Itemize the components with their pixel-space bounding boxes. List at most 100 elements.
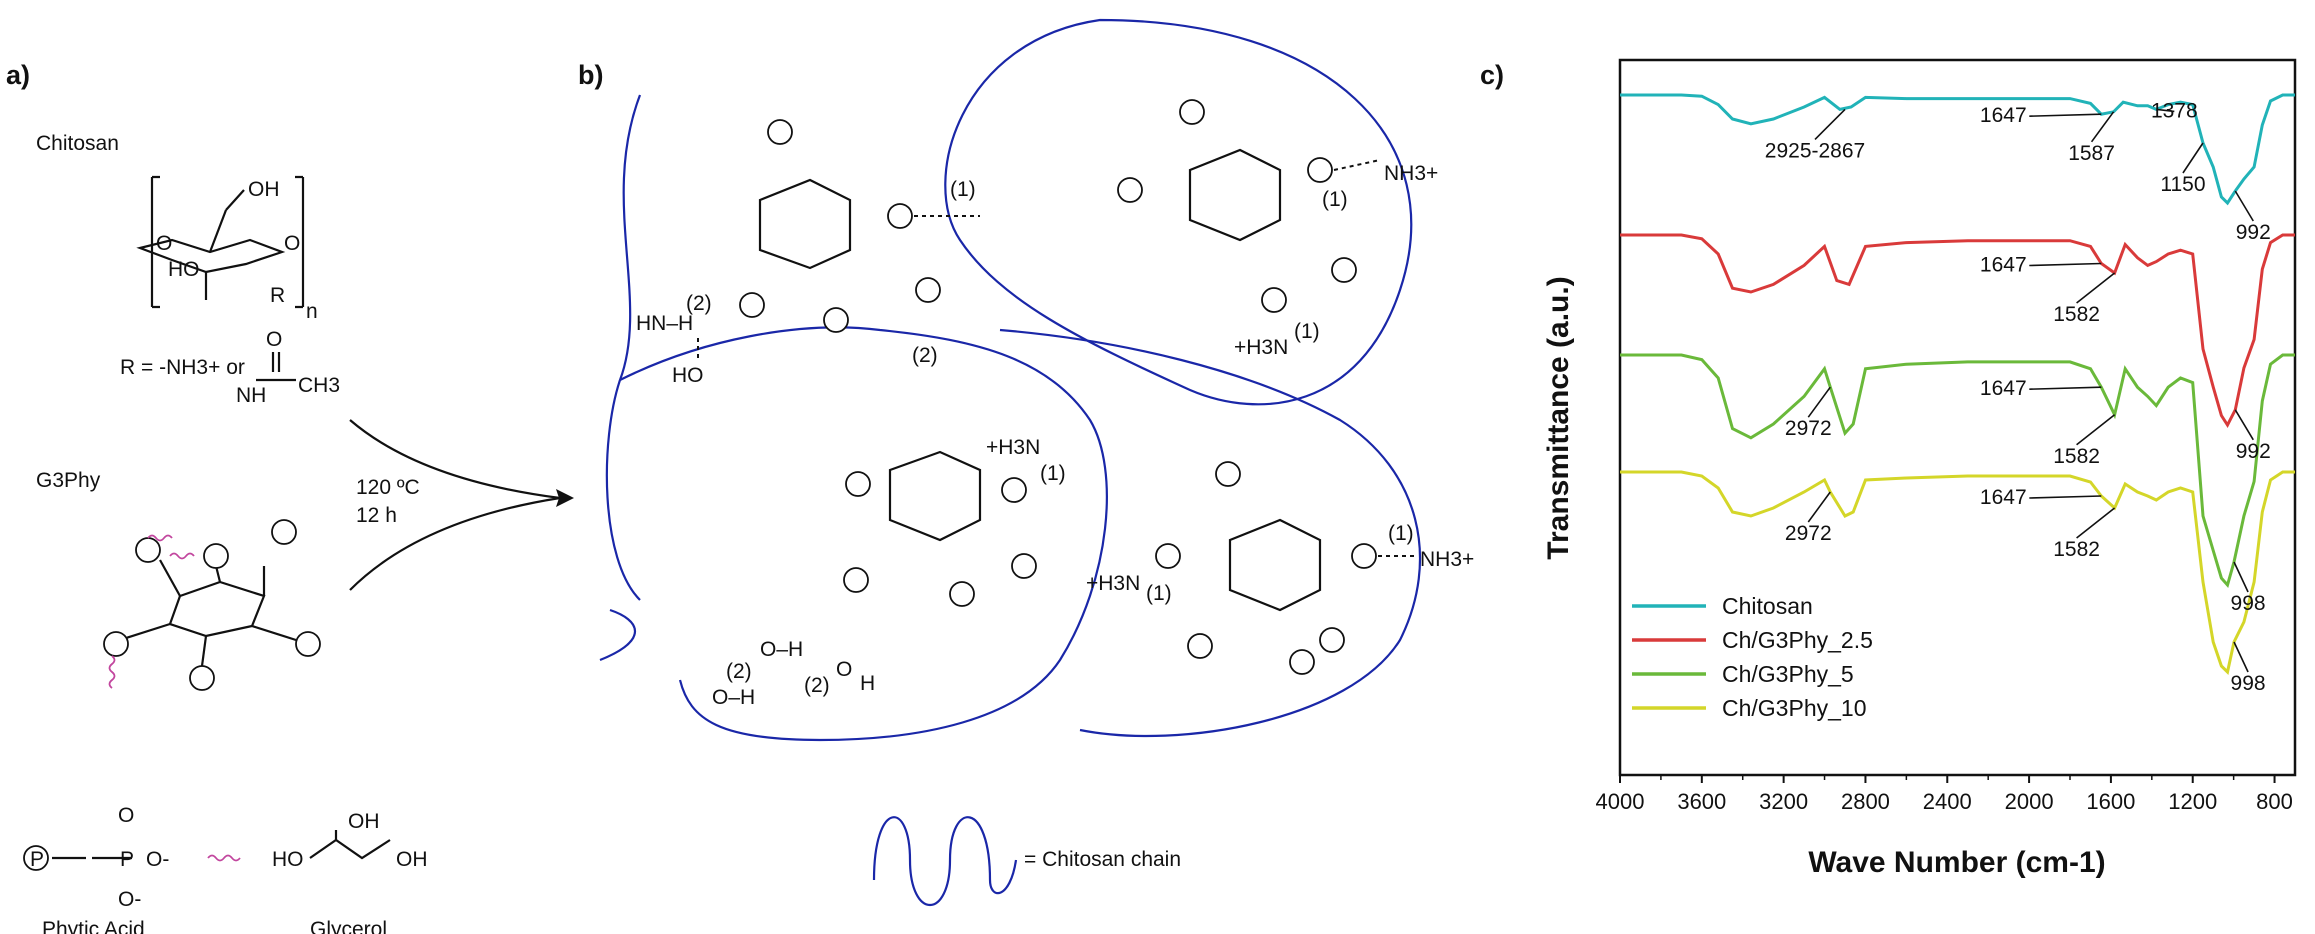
peak-label-17: 998 <box>2231 672 2266 695</box>
x-tick-label-6: 2000 <box>2005 789 2054 814</box>
interaction-2-c: (2) <box>726 660 752 683</box>
peak-arrow-3 <box>1814 108 1846 140</box>
series-line-4 <box>1620 470 2295 675</box>
peak-arrow-14 <box>2029 495 2102 499</box>
phytic-unit-2: (1) NH3+ +H3N (1) <box>1117 99 1438 359</box>
glycerol-label: Glycerol <box>310 918 387 934</box>
x-tick-label-7: 1600 <box>2086 789 2135 814</box>
peak-label-12: 1582 <box>2053 445 2100 468</box>
interaction-2-b: (2) <box>912 344 938 367</box>
x-tick-label-5: 2400 <box>1923 789 1972 814</box>
water-hydrogen: H <box>860 672 875 695</box>
chitosan-structure: OH HO R n O O <box>136 175 318 323</box>
ammonium-4: NH3+ <box>1420 548 1474 571</box>
phosphate-p-1 <box>135 537 161 563</box>
x-tick-label-1: 4000 <box>1596 789 1645 814</box>
phosphate-o-top: O <box>118 804 134 827</box>
peak-label-9: 992 <box>2236 440 2271 463</box>
phosphate-p-5 <box>189 665 215 691</box>
peak-label-11: 2972 <box>1785 417 1832 440</box>
conditions-temperature: 120 ºC <box>356 476 420 499</box>
phosphate-p-3 <box>271 519 297 545</box>
peak-label-16: 1582 <box>2053 538 2100 561</box>
ammonium-1: NH3+ <box>1384 162 1438 185</box>
interaction-1-c: (1) <box>1294 320 1320 343</box>
interaction-1-f: (1) <box>1146 582 1172 605</box>
phosphate-definition: P P O O- O- Phytic Acid <box>23 804 169 934</box>
amide-group: O NH CH3 <box>236 328 340 407</box>
panel-c-label: c) <box>1480 60 1504 90</box>
peak-label-13: 998 <box>2231 592 2266 615</box>
phosphate-o-right: O- <box>146 848 169 871</box>
x-tick-label-2: 3600 <box>1677 789 1726 814</box>
y-axis-title: Transmittance (a.u.) <box>1542 276 1575 559</box>
peak-label-8: 1582 <box>2053 303 2100 326</box>
panel-a: a) Chitosan OH HO R n O O R = -NH3+ or O… <box>6 60 574 934</box>
phosphate-p-6 <box>103 631 129 657</box>
glycerol-oh-top: OH <box>348 810 380 833</box>
peak-arrow-16 <box>2076 507 2116 539</box>
phytic-unit-3: +H3N (1) <box>843 436 1066 607</box>
legend-label-3: Ch/G3Phy_5 <box>1722 661 1854 687</box>
peak-label-14: 1647 <box>1980 486 2027 509</box>
phytic-unit-4: (1) NH3+ +H3N (1) <box>1086 461 1474 675</box>
peak-arrow-1 <box>2029 113 2102 117</box>
peak-arrow-2 <box>2156 108 2175 113</box>
peak-label-5: 1150 <box>2160 173 2205 196</box>
x-axis-title: Wave Number (cm-1) <box>1808 846 2105 879</box>
water-oxygen: O <box>836 658 852 681</box>
phosphate-symbol-label: P <box>30 848 44 871</box>
peak-arrow-15 <box>1807 491 1831 523</box>
reaction-arrow: 120 ºC 12 h <box>349 419 574 591</box>
chitosan-r: R <box>270 284 285 307</box>
panel-b: b) (1) (1) N <box>578 18 1474 906</box>
phosphate-p-4 <box>295 631 321 657</box>
peak-label-3: 2925-2867 <box>1765 139 1865 162</box>
chain-legend-label: = Chitosan chain <box>1024 848 1181 871</box>
ammonium-2: +H3N <box>1234 336 1288 359</box>
peak-label-7: 1647 <box>1980 254 2027 277</box>
interaction-1-a: (1) <box>950 178 976 201</box>
peak-arrow-11 <box>1807 386 1831 418</box>
chain-legend: = Chitosan chain <box>872 816 1181 906</box>
plot-frame <box>1618 58 2297 777</box>
ammonium-5: +H3N <box>1086 572 1140 595</box>
interaction-2-a: (2) <box>686 292 712 315</box>
oh-group-2: O–H <box>760 638 803 661</box>
panel-b-label: b) <box>578 60 603 90</box>
peak-arrow-17 <box>2233 641 2249 673</box>
phosphate-p-center: P <box>120 848 134 871</box>
legend-label-4: Ch/G3Phy_10 <box>1722 695 1866 721</box>
peak-label-1: 1647 <box>1980 104 2027 127</box>
peak-arrow-6 <box>2234 190 2254 222</box>
peak-arrow-12 <box>2076 414 2116 446</box>
peak-arrow-8 <box>2076 272 2116 304</box>
ho-group: HO <box>672 364 704 387</box>
ring-oxygen-1: O <box>156 232 172 255</box>
legend-label-1: Chitosan <box>1722 593 1813 619</box>
hydrogen-bonds: HN–H (2) HO (2) (2) (2) O–H O–H O H <box>636 292 938 709</box>
phosphate-p-2 <box>203 543 229 569</box>
phytic-unit-1: (1) <box>739 119 980 333</box>
amide-oxygen: O <box>266 328 282 351</box>
peak-label-6: 992 <box>2236 221 2271 244</box>
peak-label-10: 1647 <box>1980 377 2027 400</box>
peak-label-15: 2972 <box>1785 522 1832 545</box>
x-tick-label-4: 2800 <box>1841 789 1890 814</box>
amide-nh: NH <box>236 384 266 407</box>
r-definition: R = -NH3+ or <box>120 356 245 379</box>
interaction-1-d: (1) <box>1040 462 1066 485</box>
x-tick-label-8: 1200 <box>2168 789 2217 814</box>
peak-arrow-4 <box>2090 111 2115 143</box>
legend: ChitosanCh/G3Phy_2.5Ch/G3Phy_5Ch/G3Phy_1… <box>1632 593 1873 721</box>
x-tick-label-3: 3200 <box>1759 789 1808 814</box>
peak-label-4: 1587 <box>2068 142 2115 165</box>
oh-group: O–H <box>712 686 755 709</box>
peak-arrow-7 <box>2029 262 2102 267</box>
peak-arrow-10 <box>2029 386 2102 390</box>
glycerol-oh-right: OH <box>396 848 428 871</box>
panel-a-label: a) <box>6 60 30 90</box>
